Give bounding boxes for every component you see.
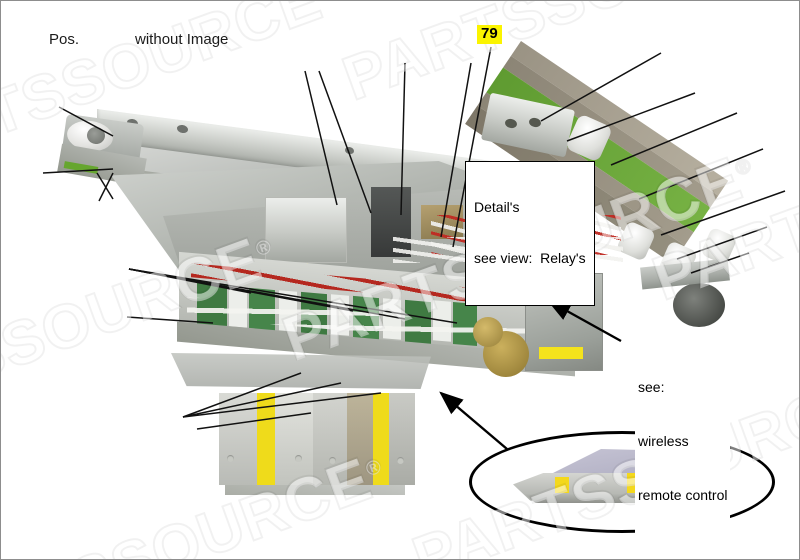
wireless-callout-arrow [546, 299, 622, 343]
leader-line [318, 70, 372, 214]
detail-bracket-rail [523, 493, 721, 503]
right-drive-pulley [673, 283, 725, 327]
leader-line [440, 62, 472, 238]
leader-line [638, 148, 764, 200]
leader-line [58, 106, 114, 137]
detail-note-line-2: see view: Relay's [474, 250, 586, 266]
detail-note-line-1: Detail's [474, 199, 520, 215]
leader-line [540, 52, 662, 122]
wireless-note-line-3: remote control [638, 487, 728, 503]
wireless-note: see: wireless remote control [635, 341, 731, 541]
page-header: Pos. without Image [49, 31, 228, 48]
leader-line [42, 168, 114, 174]
leader-line [98, 172, 114, 202]
leader-line [182, 392, 382, 418]
chassis-shadow [171, 353, 431, 389]
leader-line [182, 382, 342, 418]
header-pos-label: Pos. [49, 31, 80, 48]
leader-line [660, 190, 786, 236]
control-module [265, 197, 347, 263]
leader-line [566, 92, 696, 142]
leader-line [676, 226, 768, 260]
leader-line [196, 412, 312, 430]
wireless-note-line-2: wireless [638, 433, 689, 449]
wireless-note-line-1: see: [638, 379, 665, 395]
leader-line [690, 252, 750, 274]
leader-line-79 [452, 46, 492, 248]
leader-line [304, 70, 338, 206]
detail-callout-arrow [439, 391, 508, 450]
item-number-badge: 79 [477, 25, 502, 44]
header-without-image-label: without Image [135, 31, 229, 48]
leader-line [610, 112, 738, 166]
leader-line [128, 268, 458, 324]
leader-line [182, 372, 302, 418]
leader-line [400, 62, 406, 216]
lower-panel-base [225, 485, 405, 495]
wireless-box-yellow-label [539, 347, 583, 359]
leader-line [126, 316, 214, 324]
brass-connector-bundle [473, 317, 503, 347]
leader-line [96, 172, 114, 200]
detail-note-box: Detail's see view: Relay's [465, 161, 595, 306]
leader-line [128, 268, 406, 320]
